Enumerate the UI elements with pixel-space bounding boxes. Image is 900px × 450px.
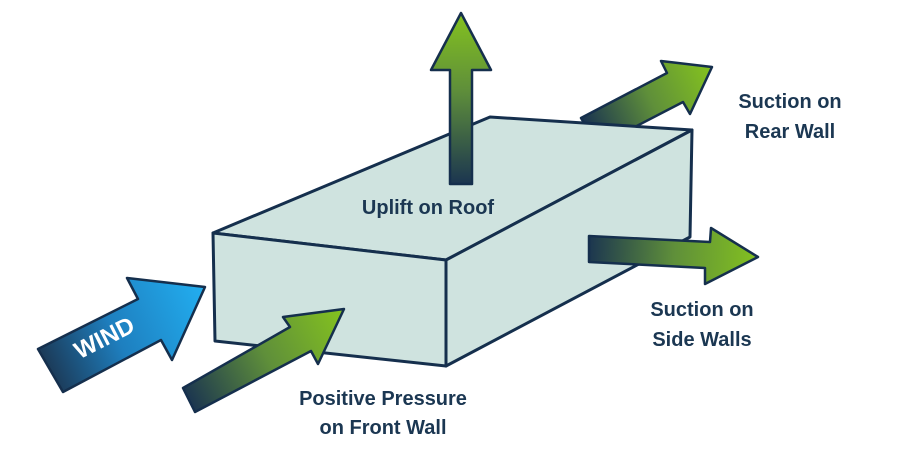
rear-wall-label-line1: Suction on [738,91,841,113]
wind-arrow [36,276,207,394]
roof-uplift-arrow [429,11,493,186]
side-wall-suction-arrow [587,226,760,286]
front-wall-label-line1: Positive Pressure [299,388,467,410]
front-wall-label-line2: on Front Wall [319,417,446,439]
box-side-wall [444,128,694,368]
front-wall-pressure-arrow [181,307,346,414]
side-wall-label-line1: Suction on [650,299,753,321]
building-box [211,115,694,368]
rear-wall-label-line2: Rear Wall [745,121,835,143]
uplift-label: Uplift on Roof [362,197,495,219]
side-wall-label-line2: Side Walls [652,329,751,351]
